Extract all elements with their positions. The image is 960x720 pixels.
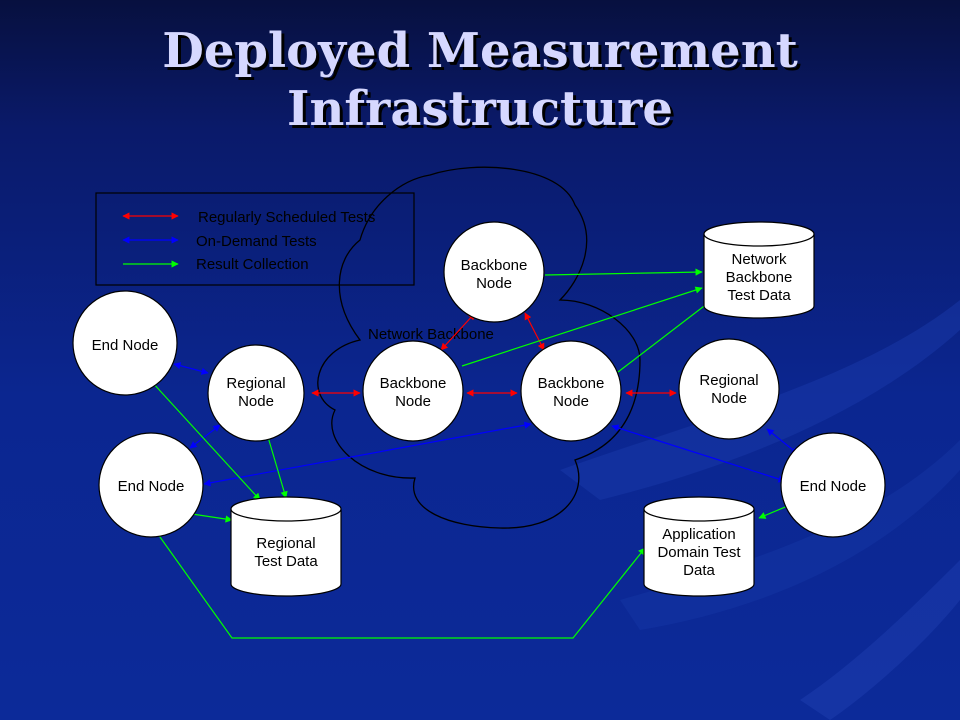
legend-label-result-collection: Result Collection xyxy=(196,256,309,273)
node-backbone-left-line-1: Backbone xyxy=(380,375,447,392)
store-network-line-2: Backbone xyxy=(726,269,793,286)
link-endbottom-backbone-right xyxy=(203,421,532,487)
store-network-backbone-test-data: Network Backbone Test Data xyxy=(703,221,815,319)
collect-endright-application xyxy=(758,504,791,519)
collect-regional-left xyxy=(267,436,288,499)
store-application-domain-test-data: Application Domain Test Data xyxy=(643,496,755,597)
node-end-right-label: End Node xyxy=(800,478,867,495)
node-regional-left-line-1: Regional xyxy=(226,375,285,392)
node-end-bottom-left-label: End Node xyxy=(118,478,185,495)
page-title: Deployed Measurement Infrastructure xyxy=(0,22,960,138)
network-backbone-label: Network Backbone xyxy=(368,326,494,343)
node-backbone-left-line-2: Node xyxy=(395,393,431,410)
link-backbone-top-left xyxy=(440,312,476,351)
node-end-bottom-left: End Node xyxy=(98,432,204,538)
legend-box xyxy=(95,192,415,286)
collect-endbottom-regional xyxy=(191,513,233,523)
link-backbone-top-right xyxy=(524,312,545,351)
store-regional-test-data: Regional Test Data xyxy=(230,496,342,597)
link-regional-right-endright xyxy=(766,428,799,455)
node-backbone-right: Backbone Node xyxy=(520,340,622,442)
node-regional-right-line-2: Node xyxy=(711,390,747,407)
collect-backbone-right xyxy=(617,299,713,373)
link-backbone-right-endright xyxy=(611,424,786,483)
node-end-top-left-label: End Node xyxy=(92,337,159,354)
node-backbone-top-line-2: Node xyxy=(476,275,512,292)
collect-endbottom-application xyxy=(154,529,646,639)
node-regional-left-line-2: Node xyxy=(238,393,274,410)
node-regional-right: Regional Node xyxy=(678,338,780,440)
store-network-line-1: Network xyxy=(731,251,787,268)
store-application-line-3: Data xyxy=(683,562,715,579)
node-backbone-top-line-1: Backbone xyxy=(461,257,528,274)
collect-endtop-regional xyxy=(151,381,261,501)
node-regional-left: Regional Node xyxy=(207,344,305,442)
title-line-2: Infrastructure xyxy=(287,81,673,137)
store-regional-line-1: Regional xyxy=(256,535,315,552)
link-endtop-regional xyxy=(173,362,209,375)
legend-label-on-demand: On-Demand Tests xyxy=(196,233,317,250)
store-network-line-3: Test Data xyxy=(727,287,791,304)
node-backbone-top: Backbone Node xyxy=(443,221,545,323)
node-backbone-left: Backbone Node xyxy=(362,340,464,442)
legend: Regularly Scheduled Tests On-Demand Test… xyxy=(95,192,415,286)
connections xyxy=(151,268,799,639)
node-backbone-right-line-1: Backbone xyxy=(538,375,605,392)
collect-backbone-top xyxy=(544,268,703,276)
collect-backbone-left xyxy=(461,286,703,367)
network-backbone-cloud xyxy=(317,166,641,529)
store-application-line-1: Application xyxy=(662,526,735,543)
node-regional-right-line-1: Regional xyxy=(699,372,758,389)
store-regional-line-2: Test Data xyxy=(254,553,318,570)
node-end-right: End Node xyxy=(780,432,886,538)
store-application-line-2: Domain Test xyxy=(657,544,741,561)
title-line-1: Deployed Measurement xyxy=(162,23,798,79)
node-backbone-right-line-2: Node xyxy=(553,393,589,410)
node-end-top-left: End Node xyxy=(72,290,178,396)
legend-label-scheduled: Regularly Scheduled Tests xyxy=(198,209,375,226)
